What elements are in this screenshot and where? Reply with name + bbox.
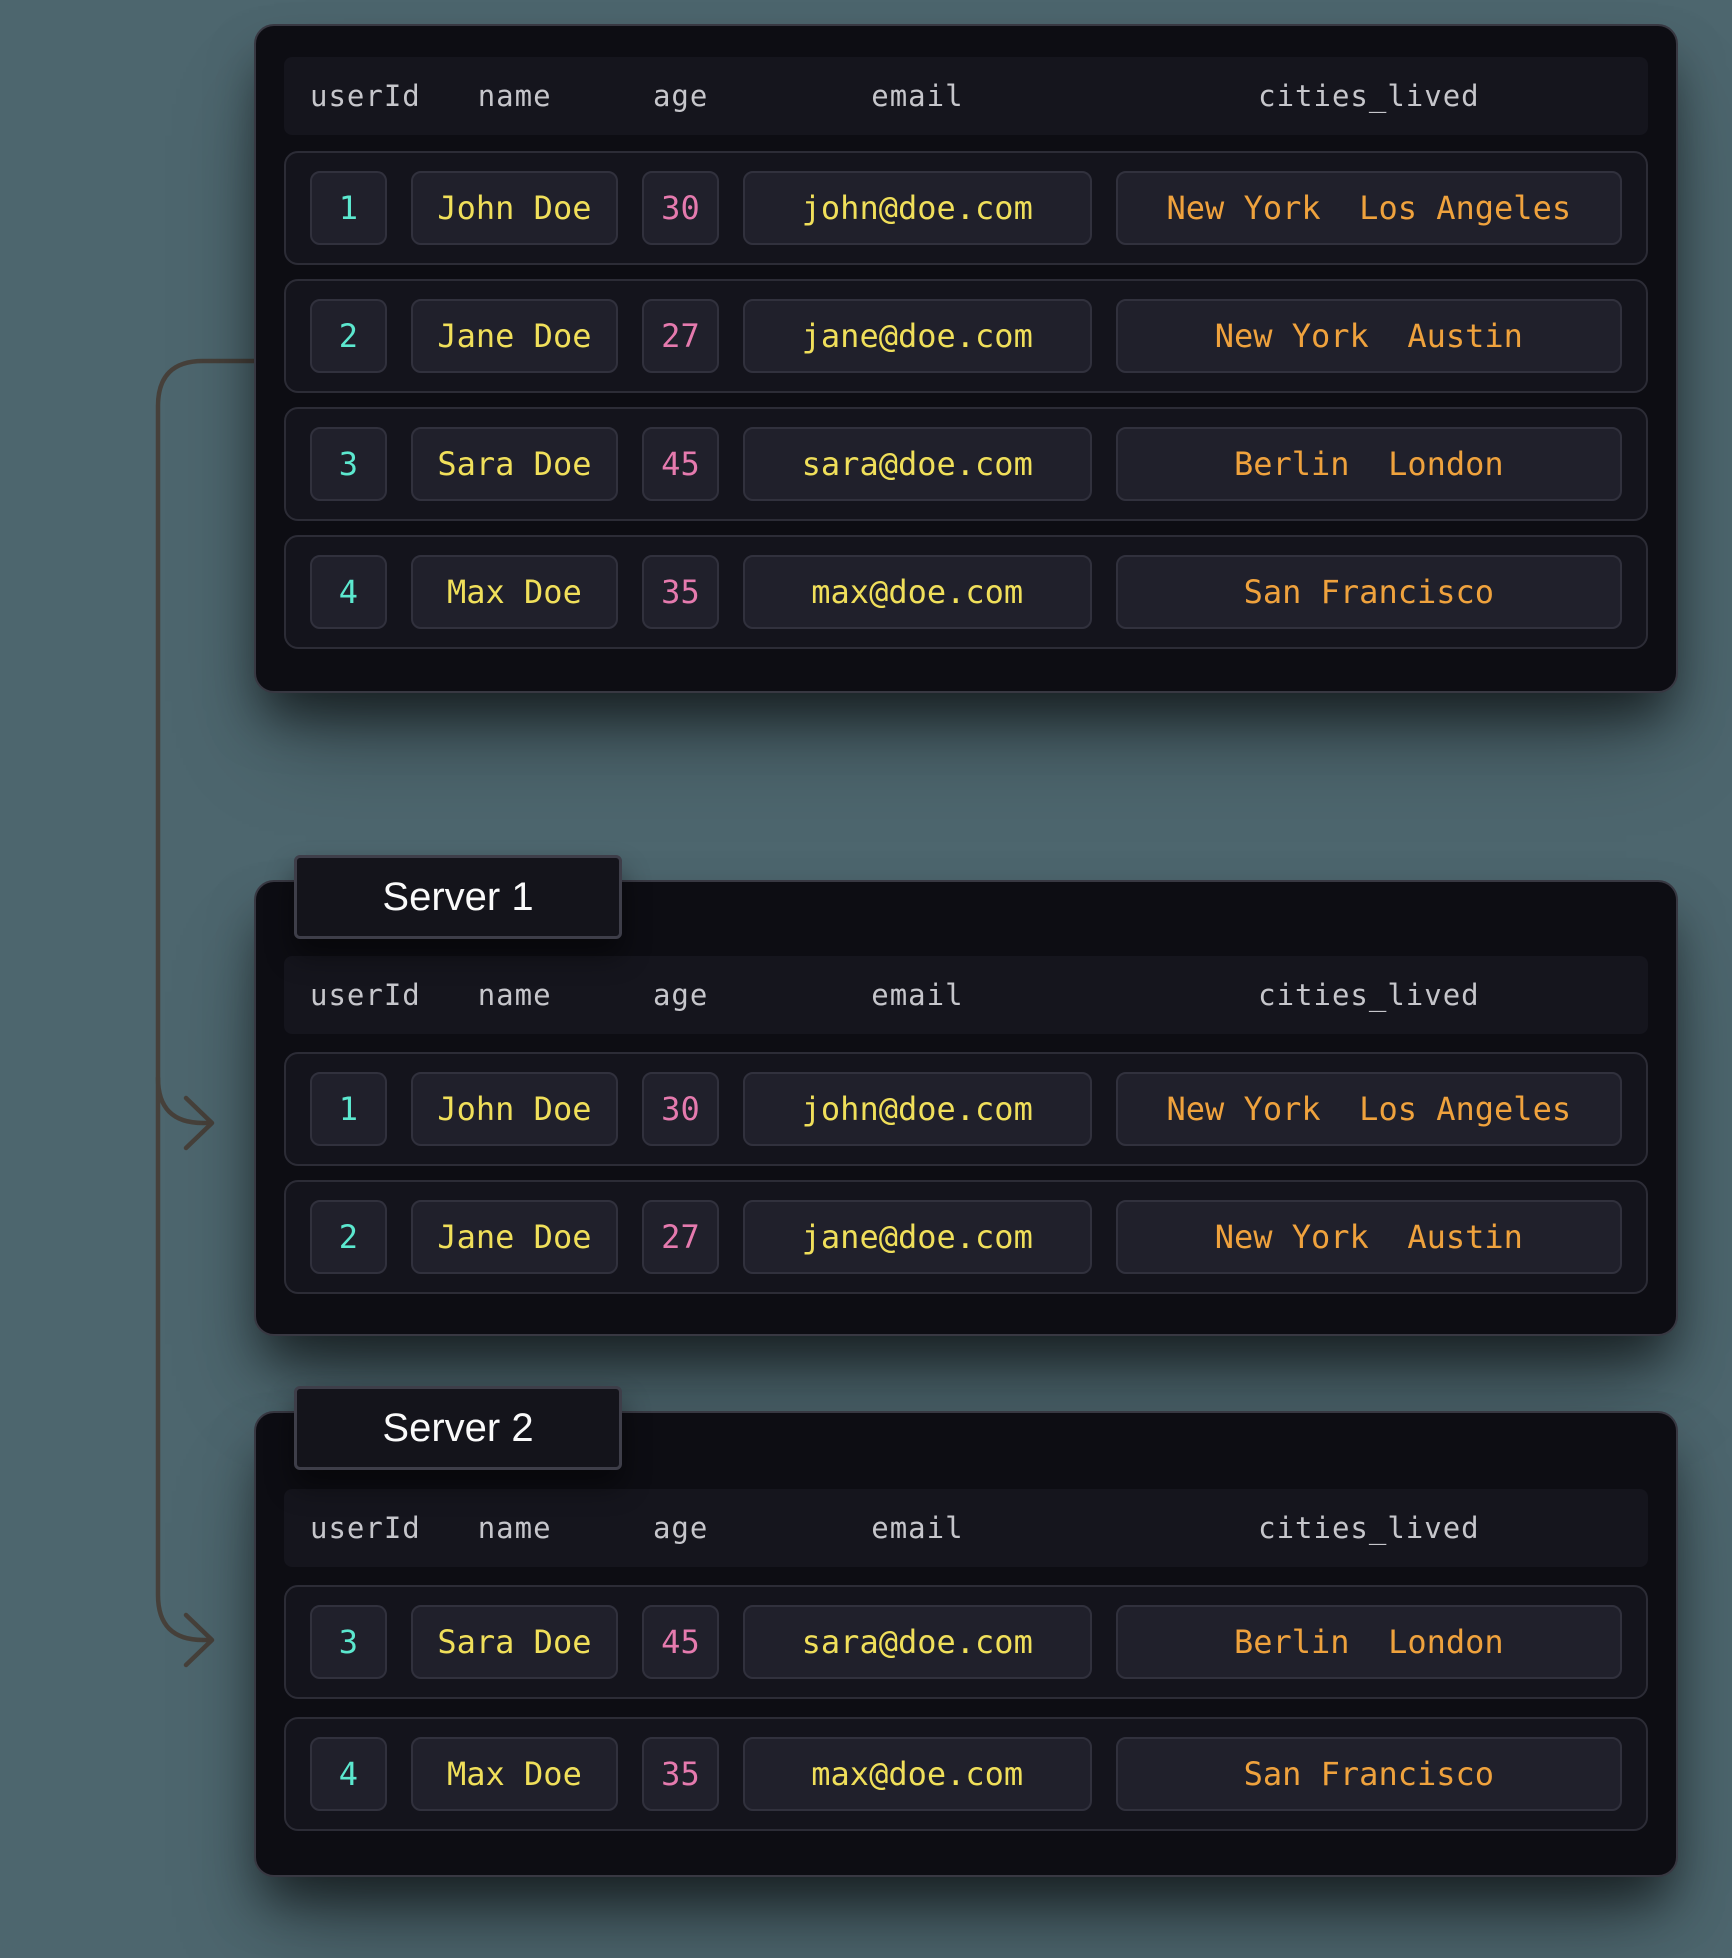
email-cell: jane@doe.com — [742, 299, 1092, 373]
column-header-cities-lived: cities_lived — [1258, 79, 1480, 113]
table-row: 1 John Doe 30 john@doe.com New York Los … — [284, 151, 1648, 265]
userid-cell: 1 — [310, 1072, 387, 1146]
userid-cell: 2 — [310, 299, 387, 373]
name-cell: Sara Doe — [410, 427, 619, 501]
age-cell: 35 — [642, 1737, 719, 1811]
userid-cell: 4 — [310, 555, 387, 629]
email-cell: john@doe.com — [742, 1072, 1092, 1146]
arrow-trunk — [155, 358, 261, 1643]
column-header-age: age — [652, 1511, 709, 1545]
age-cell: 45 — [642, 427, 719, 501]
column-header-cities-lived: cities_lived — [1258, 978, 1480, 1012]
email-cell: sara@doe.com — [742, 427, 1092, 501]
cities-lived-cell: New York Los Angeles — [1115, 171, 1622, 245]
server1-table: Server 1 userId name age email cities_li… — [254, 855, 1678, 1336]
table-row: 3 Sara Doe 45 sara@doe.com Berlin London — [284, 1585, 1648, 1699]
table-row: 2 Jane Doe 27 jane@doe.com New York Aust… — [284, 279, 1648, 393]
column-header-userid: userId — [310, 79, 421, 113]
cities-lived-cell: San Francisco — [1115, 1737, 1622, 1811]
email-cell: jane@doe.com — [742, 1200, 1092, 1274]
cities-lived-cell: Berlin London — [1115, 1605, 1622, 1679]
age-cell: 30 — [642, 171, 719, 245]
cities-lived-cell: Berlin London — [1115, 427, 1622, 501]
cities-lived-cell: New York Los Angeles — [1115, 1072, 1622, 1146]
userid-cell: 4 — [310, 1737, 387, 1811]
email-cell: max@doe.com — [742, 1737, 1092, 1811]
arrow-branch-server1 — [155, 1075, 210, 1126]
name-cell: Jane Doe — [410, 1200, 619, 1274]
userid-cell: 3 — [310, 1605, 387, 1679]
main-table: userId name age email cities_lived 1 Joh… — [254, 24, 1678, 693]
server1-table-header: userId name age email cities_lived — [284, 956, 1648, 1034]
age-cell: 30 — [642, 1072, 719, 1146]
column-header-userid: userId — [310, 1511, 421, 1545]
name-cell: Jane Doe — [410, 299, 619, 373]
column-header-name: name — [477, 79, 552, 113]
table-row: 2 Jane Doe 27 jane@doe.com New York Aust… — [284, 1180, 1648, 1294]
cities-lived-cell: New York Austin — [1115, 1200, 1622, 1274]
column-header-userid: userId — [310, 978, 421, 1012]
table-row: 3 Sara Doe 45 sara@doe.com Berlin London — [284, 407, 1648, 521]
column-header-age: age — [652, 79, 709, 113]
table-row: 4 Max Doe 35 max@doe.com San Francisco — [284, 1717, 1648, 1831]
server1-tag: Server 1 — [294, 855, 622, 939]
table-row: 4 Max Doe 35 max@doe.com San Francisco — [284, 535, 1648, 649]
email-cell: john@doe.com — [742, 171, 1092, 245]
name-cell: Sara Doe — [410, 1605, 619, 1679]
userid-cell: 1 — [310, 171, 387, 245]
userid-cell: 2 — [310, 1200, 387, 1274]
main-table-header: userId name age email cities_lived — [284, 57, 1648, 135]
arrowhead-server2-icon — [183, 1612, 215, 1668]
name-cell: Max Doe — [410, 1737, 619, 1811]
email-cell: sara@doe.com — [742, 1605, 1092, 1679]
server2-table: Server 2 userId name age email cities_li… — [254, 1386, 1678, 1877]
column-header-name: name — [477, 978, 552, 1012]
age-cell: 27 — [642, 1200, 719, 1274]
cities-lived-cell: New York Austin — [1115, 299, 1622, 373]
column-header-name: name — [477, 1511, 552, 1545]
server2-table-header: userId name age email cities_lived — [284, 1489, 1648, 1567]
name-cell: John Doe — [410, 1072, 619, 1146]
userid-cell: 3 — [310, 427, 387, 501]
column-header-age: age — [652, 978, 709, 1012]
column-header-email: email — [871, 1511, 964, 1545]
column-header-email: email — [871, 79, 964, 113]
email-cell: max@doe.com — [742, 555, 1092, 629]
age-cell: 27 — [642, 299, 719, 373]
table-row: 1 John Doe 30 john@doe.com New York Los … — [284, 1052, 1648, 1166]
cities-lived-cell: San Francisco — [1115, 555, 1622, 629]
age-cell: 45 — [642, 1605, 719, 1679]
age-cell: 35 — [642, 555, 719, 629]
arrowhead-server1-icon — [183, 1095, 215, 1151]
column-header-cities-lived: cities_lived — [1258, 1511, 1480, 1545]
server2-tag: Server 2 — [294, 1386, 622, 1470]
column-header-email: email — [871, 978, 964, 1012]
name-cell: Max Doe — [410, 555, 619, 629]
name-cell: John Doe — [410, 171, 619, 245]
